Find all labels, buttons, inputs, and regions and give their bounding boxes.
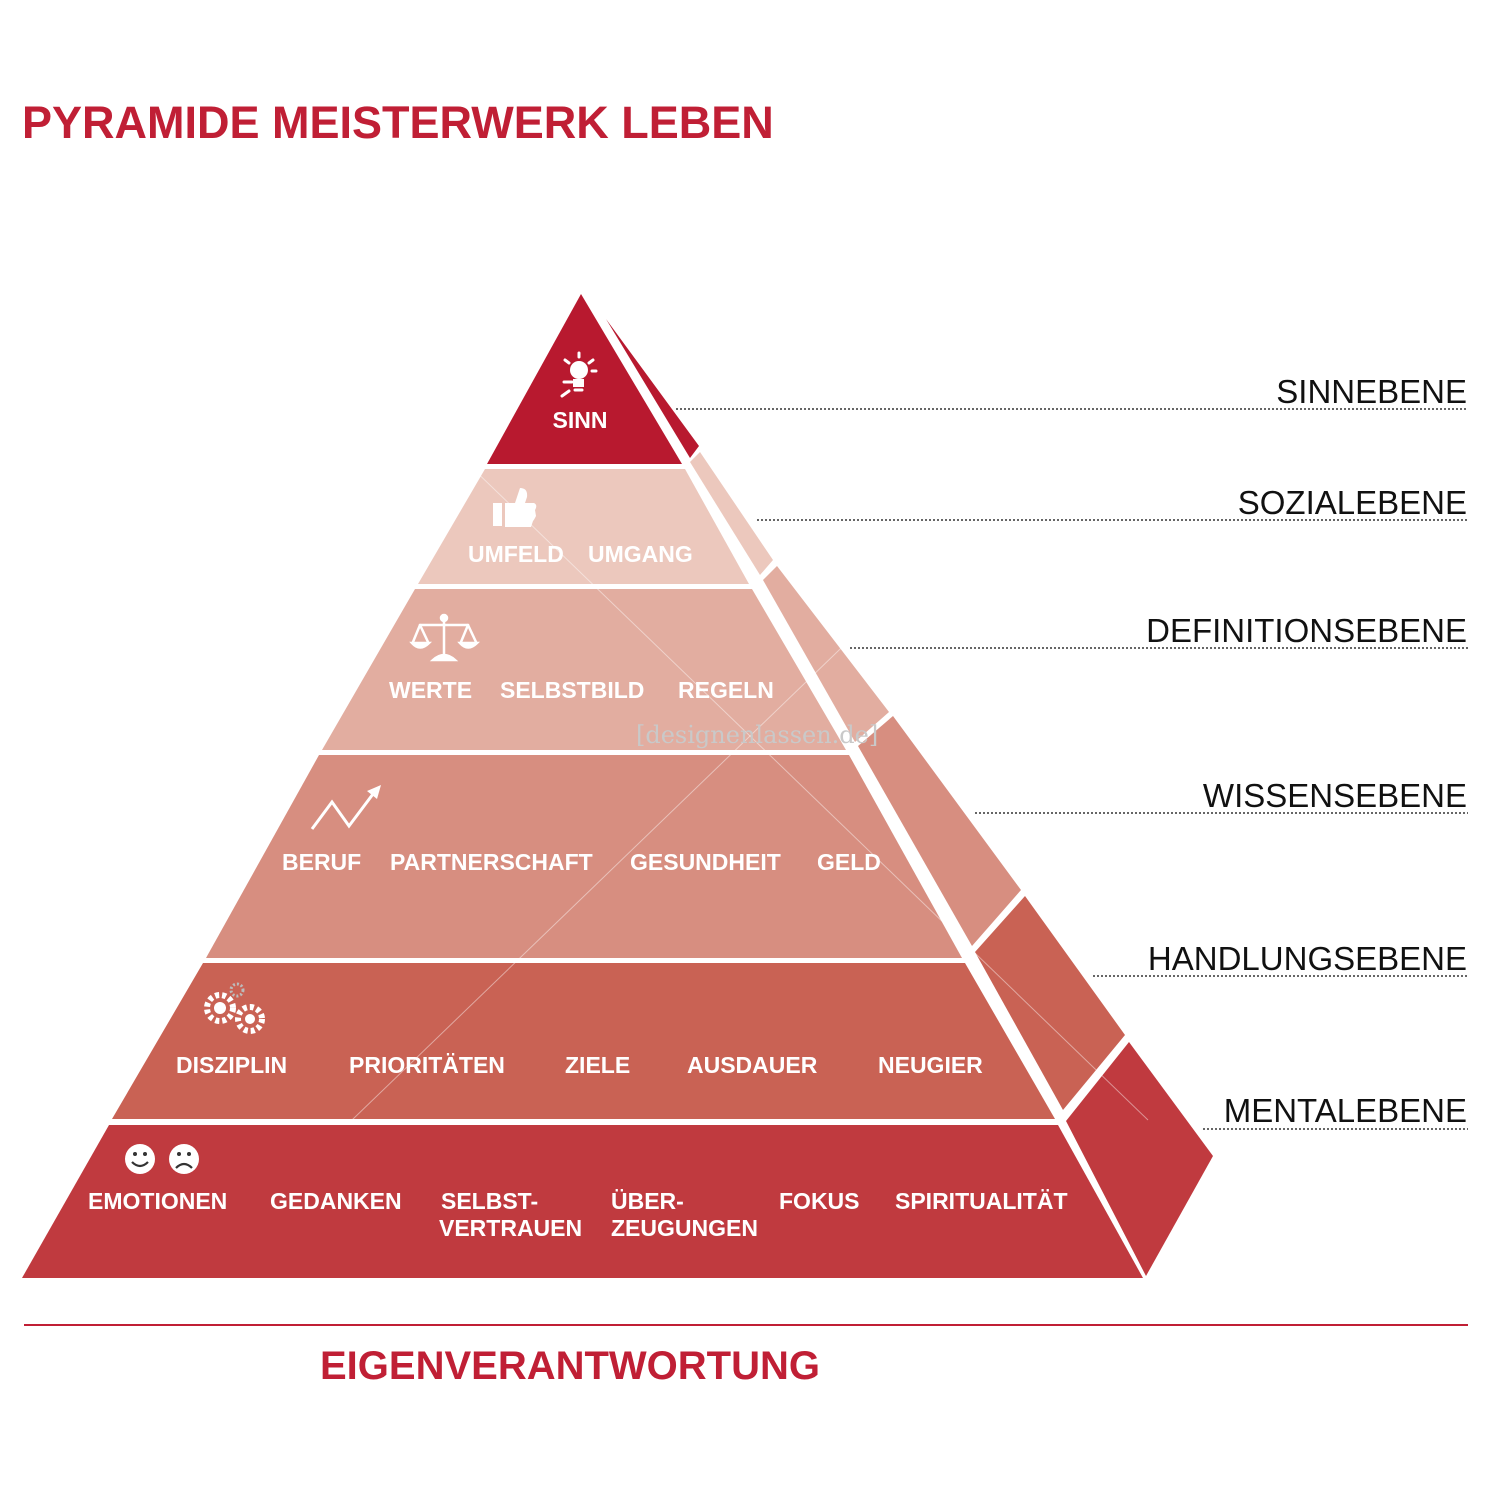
tier-labels: SINN UMFELD UMGANG WERTE SELBSTBILD REGE… [88, 407, 1068, 1241]
tier-item: SELBSTBILD [500, 677, 644, 703]
pyramid-front [22, 294, 1143, 1278]
tier-item: NEUGIER [878, 1052, 983, 1078]
tier-wissen-side [858, 716, 1021, 946]
scales-icon [409, 613, 481, 662]
tier-item: GESUNDHEIT [630, 849, 781, 875]
tier-definition-front [322, 589, 846, 750]
level-label: SOZIALEBENE [1238, 484, 1467, 521]
tier-item: ZEUGUNGEN [611, 1215, 758, 1241]
level-label: DEFINITIONSEBENE [1146, 612, 1467, 649]
level-label: SINNEBENE [1276, 373, 1467, 410]
tier-mental-front [22, 1125, 1143, 1278]
tier-item: PRIORITÄTEN [349, 1052, 505, 1078]
happy-sad-faces-icon [125, 1144, 199, 1174]
tier-handlung-front [112, 963, 1055, 1119]
watermark-text: [designenlassen.de] [636, 721, 878, 749]
tier-item: SPIRITUALITÄT [895, 1188, 1068, 1214]
level-leader-lines [676, 408, 1468, 1130]
tier-item: EMOTIONEN [88, 1188, 227, 1214]
tier-item: VERTRAUEN [439, 1215, 582, 1241]
tier-item: PARTNERSCHAFT [390, 849, 593, 875]
page-title: PYRAMIDE MEISTERWERK LEBEN [22, 97, 774, 148]
pyramid-side [606, 319, 1213, 1276]
tier-handlung-side [975, 896, 1125, 1110]
level-label: WISSENSEBENE [1203, 777, 1467, 814]
tier-sinn-side [606, 319, 699, 458]
tier-item: ÜBER- [611, 1188, 684, 1214]
tier-item: REGELN [678, 677, 774, 703]
trend-arrow-icon [310, 785, 381, 830]
tier-item: FOKUS [779, 1188, 860, 1214]
watermark-lines [351, 351, 1149, 1121]
tier-item: DISZIPLIN [176, 1052, 287, 1078]
level-label: MENTALEBENE [1224, 1092, 1467, 1129]
level-label: HANDLUNGSEBENE [1148, 940, 1467, 977]
tier-sozial-front [418, 469, 749, 584]
tier-item: GELD [817, 849, 881, 875]
tier-item: SELBST- [441, 1188, 538, 1214]
footer-label: EIGENVERANTWORTUNG [320, 1344, 820, 1388]
tier-wissen-front [206, 755, 962, 958]
tier-item: UMFELD [468, 541, 564, 567]
gears-icon [204, 982, 265, 1034]
level-labels: SINNEBENE SOZIALEBENE DEFINITIONSEBENE W… [1146, 373, 1467, 1129]
tier-item: SINN [553, 407, 608, 433]
tier-sozial-side [690, 452, 773, 575]
tier-item: UMGANG [588, 541, 693, 567]
tier-sinn-front [487, 294, 682, 464]
tier-item: GEDANKEN [270, 1188, 402, 1214]
tier-item: WERTE [389, 677, 472, 703]
lightbulb-icon [560, 351, 598, 398]
thumbs-up-icon [493, 488, 537, 527]
tier-mental-side [1066, 1042, 1213, 1276]
tier-item: AUSDAUER [687, 1052, 818, 1078]
tier-item: BERUF [282, 849, 361, 875]
tier-item: ZIELE [565, 1052, 630, 1078]
tier-definition-side [763, 566, 889, 742]
